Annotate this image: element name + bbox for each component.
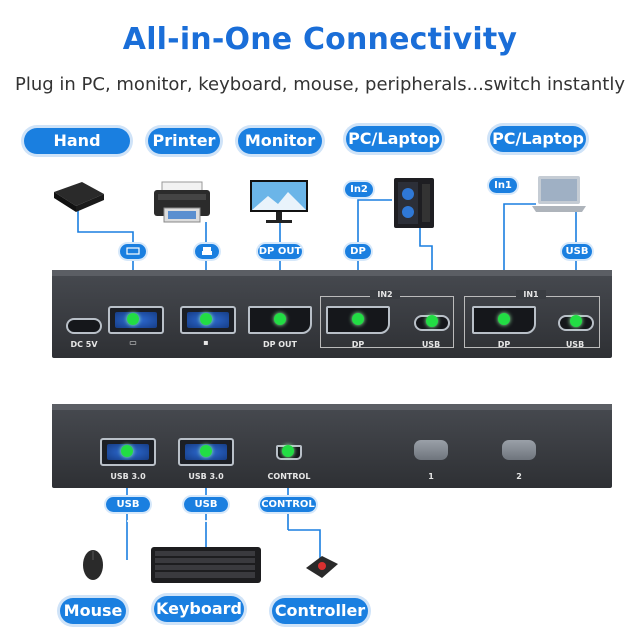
dc-port[interactable] (66, 318, 102, 334)
usb-3-port-b-label: USB 3.0 (188, 472, 224, 481)
monitor-label: Monitor (238, 128, 322, 154)
indicator-dot (498, 313, 510, 325)
monitor-icon (250, 180, 308, 223)
indicator-dot (426, 315, 438, 327)
mouse-label: Mouse (60, 598, 126, 624)
printer-small-icon (202, 247, 212, 255)
page-subtitle: Plug in PC, monitor, keyboard, mouse, pe… (14, 74, 626, 95)
usb-hdd-tag (120, 244, 146, 259)
dp-in1-label: DP (497, 340, 511, 349)
in2-tag: In2 (345, 182, 373, 197)
printer-label: Printer (148, 128, 220, 154)
hand-drive-icon (54, 182, 104, 212)
in1-tag: In1 (489, 178, 517, 193)
usb-3-tag-b: USB 3.0 (184, 497, 228, 525)
indicator-dot (274, 313, 286, 325)
switch-button-2[interactable] (502, 440, 536, 460)
mouse-icon (83, 550, 103, 580)
back-panel-edge (52, 270, 612, 276)
dp-out-tag: DP OUT (258, 244, 302, 259)
controller-icon (306, 556, 338, 578)
dp-in2-tag: DP (345, 244, 371, 259)
dp-in2-label: DP (351, 340, 365, 349)
usb-in1-label: USB (565, 340, 585, 349)
dc-label: DC 5V (70, 340, 98, 349)
keyboard-icon (151, 547, 261, 583)
pc-laptop-in2-label: PC/Laptop (346, 126, 442, 152)
indicator-dot (352, 313, 364, 325)
pc-tower-icon (394, 178, 434, 228)
usb-3-port-a-label: USB 3.0 (110, 472, 146, 481)
indicator-dot (127, 313, 139, 325)
indicator-dot (282, 445, 294, 457)
controller-label: Controller (272, 598, 368, 624)
front-panel-edge (52, 404, 612, 410)
printer-icon (154, 181, 210, 223)
hand-drives-label: Hand Drives (24, 128, 130, 176)
hard-drive-mini-icon: ▭ (129, 338, 137, 347)
control-port-label: CONTROL (267, 472, 311, 481)
hard-drive-icon (126, 247, 140, 255)
indicator-dot (200, 313, 212, 325)
dp-in1-port[interactable] (472, 306, 536, 334)
switch-button-1-label: 1 (428, 472, 434, 481)
control-tag: CONTROL (260, 497, 316, 512)
indicator-dot (200, 445, 212, 457)
printer-mini-icon: ▪ (203, 338, 209, 347)
page-title: All-in-One Connectivity (122, 22, 518, 57)
usb-in1-tag: USB (562, 244, 592, 259)
dp-out-port-label: DP OUT (262, 340, 298, 349)
in2-group-label: IN2 (370, 290, 400, 299)
in1-group-label: IN1 (516, 290, 546, 299)
switch-button-2-label: 2 (516, 472, 522, 481)
usb-in2-label: USB (421, 340, 441, 349)
pc-laptop-in1-label: PC/Laptop (490, 126, 586, 152)
indicator-dot (121, 445, 133, 457)
switch-button-1[interactable] (414, 440, 448, 460)
keyboard-label: Keyboard (154, 596, 244, 622)
laptop-icon (532, 176, 586, 212)
usb-printer-tag (195, 244, 219, 259)
usb-3-tag-a: USB 3.0 (106, 497, 150, 525)
indicator-dot (570, 315, 582, 327)
